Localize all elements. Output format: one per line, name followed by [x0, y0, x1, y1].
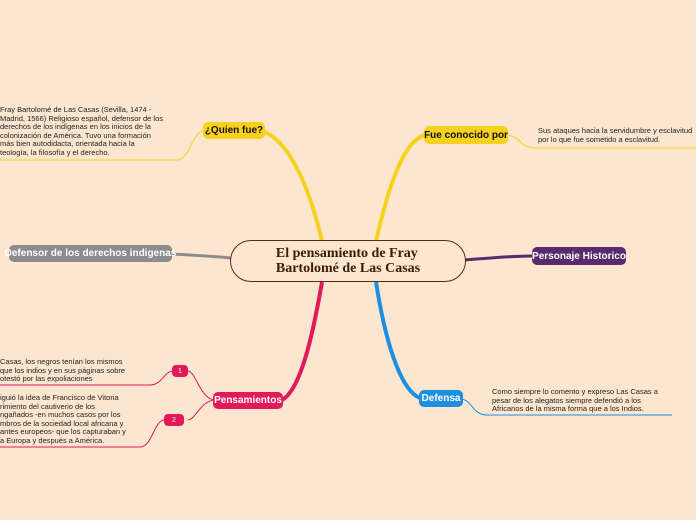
topic-pensamientos-label: Pensamientos: [214, 395, 282, 406]
branch-conocido-por: [374, 133, 426, 242]
branch-defensa: [374, 281, 421, 400]
branch-defensor: [171, 252, 232, 260]
note-quien-fue: Fray Bartolomé de Las Casas (Sevilla, 14…: [0, 105, 164, 157]
underline-pens-badge1: [187, 370, 215, 401]
topic-personaje-historico-label: Personaje Historico: [532, 250, 626, 262]
central-topic[interactable]: El pensamiento de Fray Bartolomé de Las …: [230, 240, 466, 282]
topic-fue-conocido-por[interactable]: Fue conocido por: [424, 126, 508, 144]
badge-2[interactable]: 2: [164, 414, 184, 426]
underline-pensamiento2: [0, 419, 165, 448]
topic-defensa[interactable]: Defensa: [419, 390, 463, 407]
topic-quien-fue-label: ¿Quien fue?: [204, 125, 264, 136]
note-defensa: Como siempre lo comento y expreso Las Ca…: [492, 387, 658, 414]
badge-1[interactable]: 1: [172, 365, 188, 377]
underline-pensamiento1: [0, 370, 173, 386]
underline-quien: [0, 130, 204, 161]
topic-personaje-historico[interactable]: Personaje Historico: [532, 247, 626, 265]
branch-quien-fue: [261, 129, 324, 242]
central-topic-title: El pensamiento de Fray Bartolomé de Las …: [275, 246, 421, 276]
note-fue-conocido-por: Sus ataques hacia la servidumbre y escla…: [538, 126, 693, 144]
topic-quien-fue[interactable]: ¿Quien fue?: [203, 122, 265, 139]
note-pensamiento-1: Casas, los negros tenían los mismos que …: [0, 357, 126, 384]
topic-fue-conocido-por-label: Fue conocido por: [424, 129, 508, 141]
note-pensamiento-2: iguió la idea de Francisco de Vitoria ri…: [0, 393, 126, 445]
topic-pensamientos[interactable]: Pensamientos: [213, 392, 283, 409]
branch-personaje: [464, 254, 533, 262]
branch-pensamientos: [280, 281, 324, 402]
topic-defensor-derechos[interactable]: Defensor de los derechos indigenas: [5, 245, 176, 262]
underline-defensa: [460, 398, 672, 416]
topic-defensa-label: Defensa: [421, 393, 461, 404]
underline-conocido: [507, 134, 696, 149]
underline-pens-badge2: [187, 399, 215, 421]
topic-defensor-derechos-label: Defensor de los derechos indigenas: [4, 248, 177, 259]
